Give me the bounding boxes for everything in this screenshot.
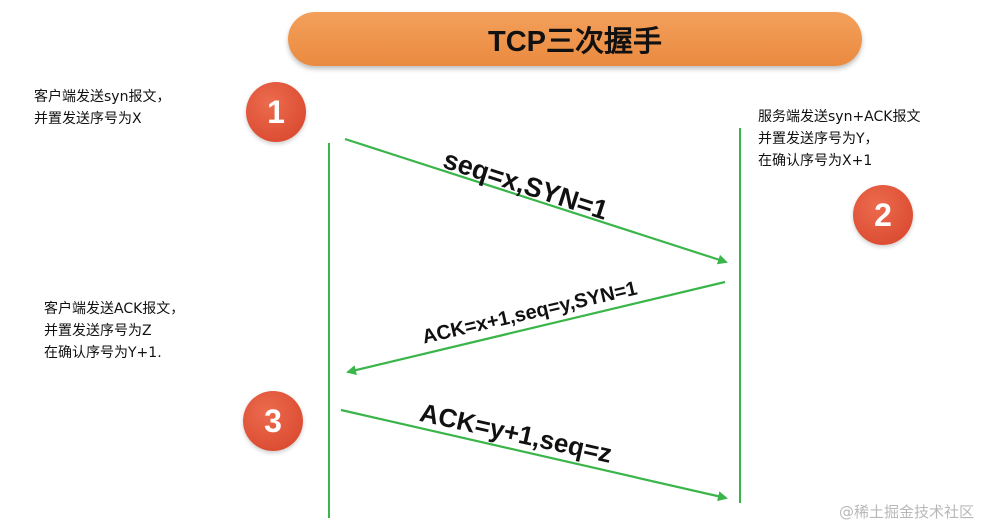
step-badge-2: 2 <box>853 185 913 245</box>
syn-arrow <box>344 137 728 265</box>
title-banner: TCP三次握手 <box>288 12 862 66</box>
note-line: 并置发送序号为Z <box>44 323 152 339</box>
diagram-title: TCP三次握手 <box>487 26 662 58</box>
client-step1-note: 客户端发送syn报文， 并置发送序号为X <box>34 86 170 130</box>
step-badge-1: 1 <box>246 82 306 142</box>
note-line: 客户端发送syn报文， <box>34 89 171 105</box>
note-line: 在确认序号为X+1 <box>758 153 873 169</box>
ack-arrow <box>340 408 728 502</box>
note-line: 服务端发送syn+ACK报文 <box>758 109 921 125</box>
note-line: 客户端发送ACK报文， <box>44 301 185 317</box>
syn-ack-arrow <box>346 280 726 376</box>
note-line: 在确认序号为Y+1. <box>44 345 162 361</box>
note-line: 并置发送序号为X <box>34 111 142 127</box>
client-step3-note: 客户端发送ACK报文， 并置发送序号为Z 在确认序号为Y+1. <box>44 298 184 364</box>
step-badge-3: 3 <box>243 391 303 451</box>
server-step2-note: 服务端发送syn+ACK报文 并置发送序号为Y， 在确认序号为X+1 <box>758 106 920 172</box>
note-line: 并置发送序号为Y， <box>758 131 879 147</box>
watermark: @稀土掘金技术社区 <box>838 503 974 521</box>
